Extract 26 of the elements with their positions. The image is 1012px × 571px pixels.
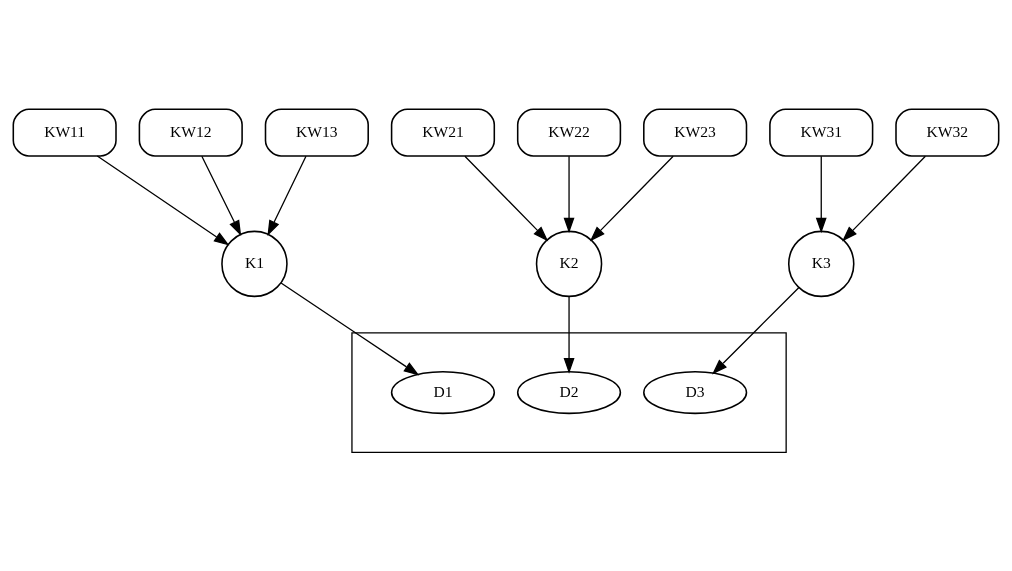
arrow xyxy=(464,155,549,241)
node-box: KW13 xyxy=(264,107,369,157)
arrow xyxy=(563,155,575,233)
node-circle: K2 xyxy=(535,230,603,297)
arrow xyxy=(96,154,230,246)
arrow xyxy=(267,155,307,236)
arrow xyxy=(563,295,575,374)
node-ellipse: D3 xyxy=(643,370,748,414)
node-box: KW32 xyxy=(895,107,1000,157)
node-ellipse: D1 xyxy=(390,370,496,414)
node-box: KW31 xyxy=(769,107,874,157)
arrow xyxy=(589,155,674,241)
cluster xyxy=(351,331,787,453)
arrow xyxy=(712,286,800,374)
node-box: KW23 xyxy=(643,107,748,157)
node-box: KW12 xyxy=(138,107,243,157)
node-circle: K1 xyxy=(221,230,288,297)
node-circle: K3 xyxy=(787,230,855,297)
node-ellipse: D2 xyxy=(516,370,622,414)
arrow xyxy=(842,155,927,241)
arrow xyxy=(201,155,242,236)
node-box: KW11 xyxy=(12,107,117,157)
node-box: KW22 xyxy=(516,107,622,157)
arrow xyxy=(815,155,827,233)
node-box: KW21 xyxy=(390,107,496,157)
arrow xyxy=(280,281,420,375)
